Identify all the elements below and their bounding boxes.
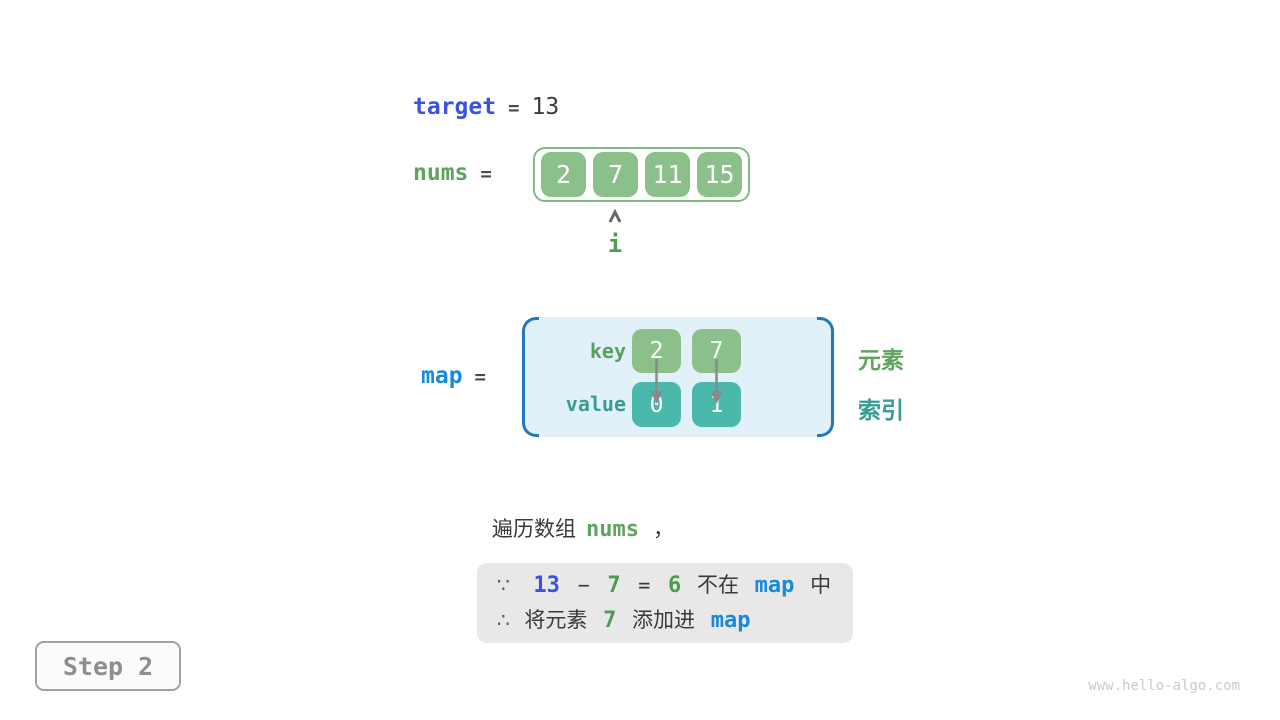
minus-sign: − — [577, 573, 590, 597]
array-cell: 15 — [697, 152, 742, 197]
caption-prefix: 遍历数组 — [492, 517, 576, 541]
map-assignment-label: map = — [421, 363, 498, 389]
map-box: key value 2 7 0 1 — [522, 317, 834, 437]
array-cell: 2 — [541, 152, 586, 197]
therefore-symbol: ∴ — [497, 608, 510, 632]
map-value-cell: 0 — [632, 382, 681, 427]
target-assignment: target = 13 — [413, 94, 559, 120]
map-key-row-label: key — [589, 339, 626, 363]
target-variable-label: target — [413, 94, 497, 120]
deduction-note-box: ∵ 13 − 7 = 6 不在 map 中 ∴ 将元素 7 添加进 map — [477, 563, 853, 643]
therefore-line: ∴ 将元素 7 添加进 map — [497, 603, 853, 638]
element-value: 7 — [603, 608, 617, 633]
map-code-ref: map — [754, 573, 795, 598]
array-cell: 7 — [593, 152, 638, 197]
nums-variable-label: nums — [413, 160, 469, 186]
equals-sign: = — [474, 366, 486, 388]
subtrahend-value: 7 — [607, 573, 621, 598]
index-pointer-label: i — [607, 230, 623, 258]
therefore-middle-text: 添加进 — [632, 608, 696, 632]
in-suffix-text: 中 — [810, 573, 832, 597]
array-cell: 11 — [645, 152, 690, 197]
because-symbol: ∵ — [497, 573, 510, 597]
equals-sign: = — [480, 163, 492, 185]
not-in-text: 不在 — [696, 573, 739, 597]
map-value-row-label: value — [565, 392, 626, 416]
step-badge: Step 2 — [35, 641, 181, 691]
map-bracket-left — [522, 317, 539, 437]
therefore-prefix-text: 将元素 — [524, 608, 588, 632]
watermark: www.hello-algo.com — [1088, 678, 1240, 694]
because-line: ∵ 13 − 7 = 6 不在 map 中 — [497, 568, 853, 603]
key-to-value-arrow-icon — [650, 359, 723, 404]
nums-code-ref: nums — [586, 517, 639, 542]
equals-sign: = — [638, 573, 651, 597]
equals-sign: = — [508, 97, 520, 119]
element-row-label: 元素 — [858, 348, 904, 374]
caption-line: 遍历数组 nums ， — [492, 513, 674, 543]
target-value: 13 — [531, 94, 560, 120]
caption-comma: ， — [652, 517, 674, 541]
index-row-label: 索引 — [858, 398, 904, 424]
nums-array: 2 7 11 15 — [533, 147, 750, 202]
nums-assignment-label: nums = — [413, 160, 504, 186]
minuend-value: 13 — [533, 573, 560, 598]
map-code-ref: map — [710, 608, 751, 633]
up-caret-icon — [607, 208, 623, 228]
map-variable-label: map — [421, 363, 463, 389]
difference-value: 6 — [668, 573, 682, 598]
map-bracket-right — [817, 317, 834, 437]
